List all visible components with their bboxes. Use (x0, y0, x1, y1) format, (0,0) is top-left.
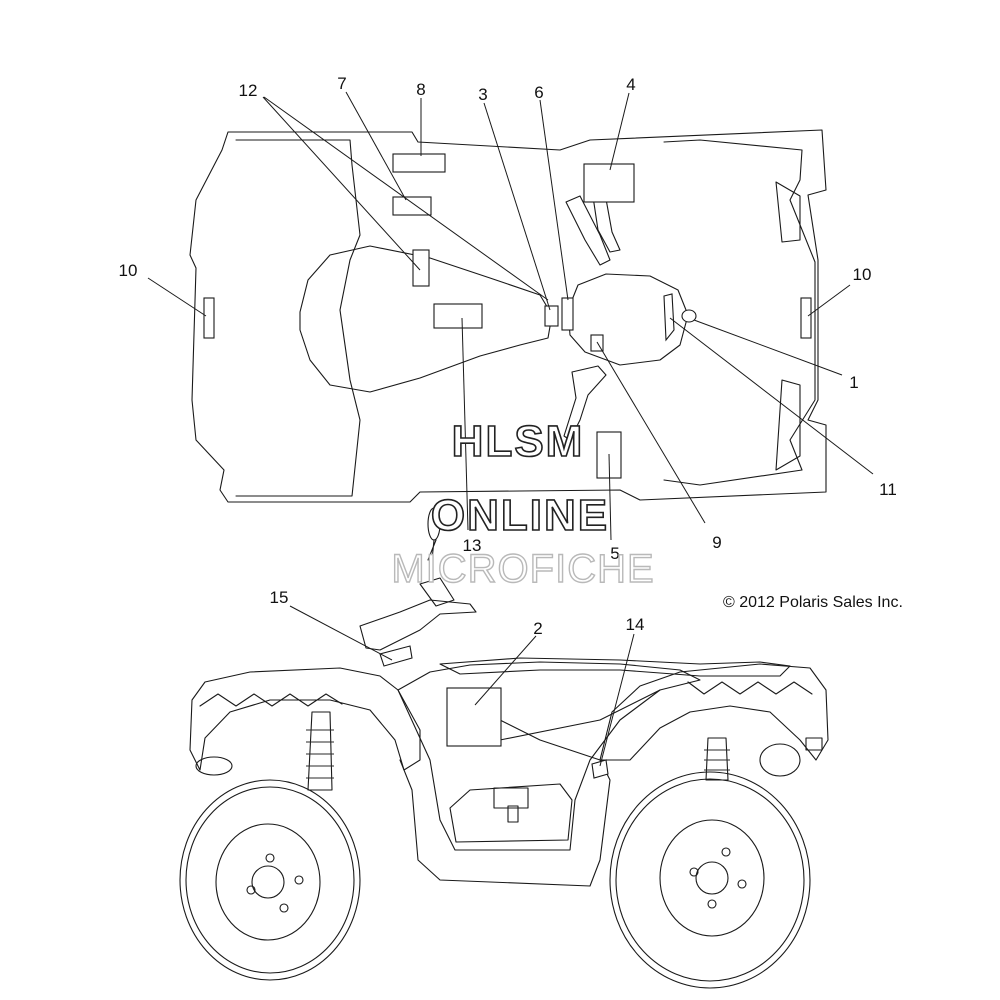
decal-4 (583, 163, 635, 203)
callout-5: 5 (610, 544, 619, 563)
mirror-stalk (427, 539, 437, 581)
callout-7: 7 (337, 74, 346, 93)
rear-fender-line (663, 139, 816, 486)
callout-6: 6 (534, 83, 543, 102)
watermark-line-2: ONLINE (431, 491, 609, 540)
mirror (427, 507, 441, 541)
callout-3: 3 (478, 85, 487, 104)
copyright-notice: © 2012 Polaris Sales Inc. (723, 594, 903, 611)
seat-outline (299, 245, 553, 393)
decal-11 (663, 293, 675, 342)
footwell (449, 783, 573, 843)
callout-8: 8 (416, 80, 425, 99)
callout-10-rear: 10 (853, 265, 872, 284)
rear-fender-side (599, 663, 829, 761)
footwell-tab (493, 787, 529, 809)
front-shock (307, 711, 333, 791)
headlight-pod (567, 273, 689, 366)
muffler (759, 743, 801, 777)
rear-shock (705, 737, 729, 781)
callout-15: 15 (270, 588, 289, 607)
callout-numbers: 1 2 3 4 5 6 7 8 9 10 10 11 12 13 14 15 (119, 74, 897, 638)
rear-wheel (609, 771, 811, 989)
frame-tube (399, 759, 611, 887)
decal-8 (392, 153, 446, 173)
side-body-panel (397, 661, 701, 851)
callout-14: 14 (626, 615, 645, 634)
footwell-peg (507, 805, 519, 823)
watermark-line-1: HLSM (452, 417, 585, 466)
watermark-line-3: MICROFICHE (391, 547, 654, 591)
handlebar-side (359, 599, 477, 651)
callout-12: 12 (239, 81, 258, 100)
side-leader-lines (289, 605, 635, 767)
callout-13: 13 (463, 536, 482, 555)
top-body-outline (189, 129, 827, 503)
taillight (805, 737, 823, 751)
decal-10-rear (800, 297, 812, 339)
decal-6 (561, 297, 574, 331)
callout-11: 11 (879, 480, 897, 499)
callout-1: 1 (849, 373, 858, 392)
decal-3 (544, 305, 559, 327)
decal-15 (379, 645, 413, 667)
watermark: HLSM ONLINE MICROFICHE (391, 416, 655, 592)
rear-rack-slot-1 (775, 181, 801, 243)
decal-7 (392, 196, 432, 216)
atv-top-view (189, 129, 827, 503)
seat-side (439, 657, 791, 677)
decal-10-front (203, 297, 215, 339)
rear-rack-teeth (687, 681, 813, 695)
front-headlight (195, 756, 233, 776)
handlebar-top-right (563, 365, 607, 441)
decal-1 (681, 309, 697, 323)
decal-2 (446, 687, 502, 747)
front-fender-line (235, 139, 361, 497)
handlebar-top-left (565, 195, 611, 266)
front-rack-teeth (199, 693, 343, 707)
front-fender-side (189, 667, 421, 771)
callout-10-front: 10 (119, 261, 138, 280)
callout-2: 2 (533, 619, 542, 638)
top-leader-lines (147, 91, 874, 541)
callout-4: 4 (626, 75, 635, 94)
front-wheel (179, 779, 361, 981)
callout-9: 9 (712, 533, 721, 552)
decal-13 (433, 303, 483, 329)
decal-12 (412, 249, 430, 287)
decal-14 (591, 759, 609, 779)
handlebar-grip (419, 577, 455, 607)
atv-side-view (179, 507, 829, 989)
rear-rack-slot-2 (775, 379, 801, 471)
